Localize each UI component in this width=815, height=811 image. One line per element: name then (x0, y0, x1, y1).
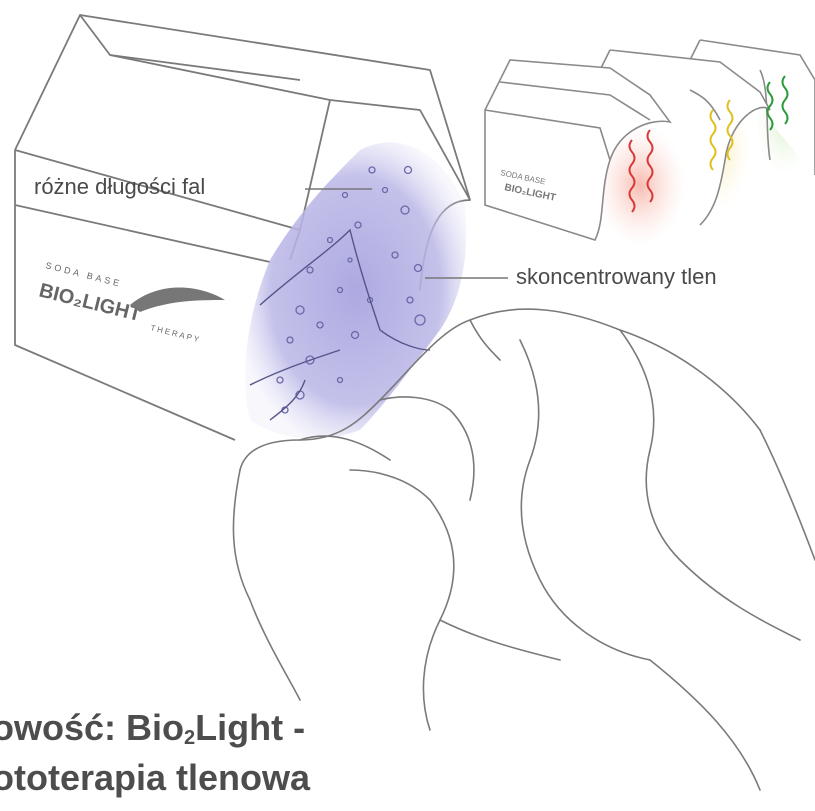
headline-text-post: Light - (195, 707, 305, 748)
small-device-group: SODA BASE BIO₂LIGHT (485, 40, 815, 245)
svg-text:BIO₂LIGHT: BIO₂LIGHT (37, 280, 144, 327)
headline-subscript: 2 (184, 727, 195, 749)
headline-line-2: ototerapia tlenowa (0, 760, 310, 796)
waves-label: różne długości fal (34, 176, 205, 198)
headline-line-1: owość: Bio2Light - (0, 710, 305, 748)
oxygen-glow-area (245, 142, 466, 438)
headline-text-pre: owość: Bio (0, 707, 184, 748)
large-device-logo: SODA BASE BIO₂LIGHT THERAPY (37, 260, 225, 344)
svg-text:THERAPY: THERAPY (150, 323, 202, 344)
oxygen-label: skoncentrowany tlen (516, 266, 717, 288)
